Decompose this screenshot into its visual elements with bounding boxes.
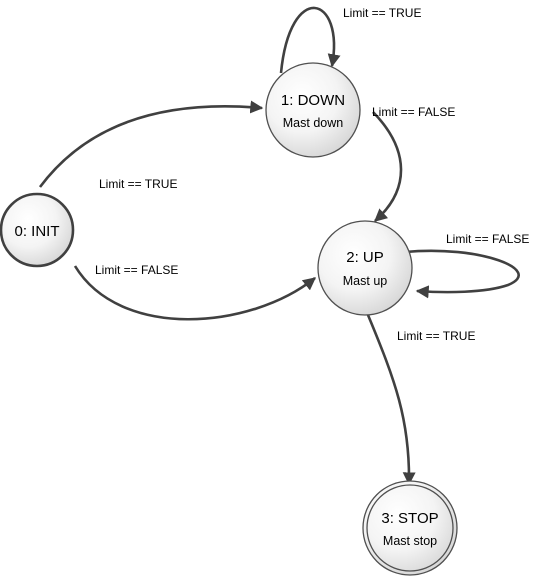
state-stop-title: 3: STOP [381,510,438,527]
state-up-title: 2: UP [346,249,384,266]
state-up-subtitle: Mast up [343,274,388,288]
transition-init-to-down [38,100,264,188]
state-down-title: 1: DOWN [281,92,345,109]
state-init-title: 0: INIT [14,223,59,240]
label-up-to-stop: Limit == TRUE [397,329,475,343]
label-up-self: Limit == FALSE [446,232,529,246]
state-stop: 3: STOP Mast stop [362,480,458,576]
label-init-to-up: Limit == FALSE [95,263,178,277]
state-up: 2: UP Mast up [317,220,413,316]
state-init: 0: INIT [0,192,75,268]
label-init-to-down: Limit == TRUE [99,177,177,191]
transition-down-to-up [372,111,403,222]
transition-down-self [279,6,341,74]
label-down-to-up: Limit == FALSE [372,105,455,119]
state-down-subtitle: Mast down [283,116,343,130]
state-down: 1: DOWN Mast down [265,62,361,158]
transition-up-to-stop [366,314,416,486]
state-stop-subtitle: Mast stop [383,534,437,548]
transition-init-to-up [73,265,317,321]
label-down-self: Limit == TRUE [343,6,421,20]
transition-up-self [404,249,520,299]
